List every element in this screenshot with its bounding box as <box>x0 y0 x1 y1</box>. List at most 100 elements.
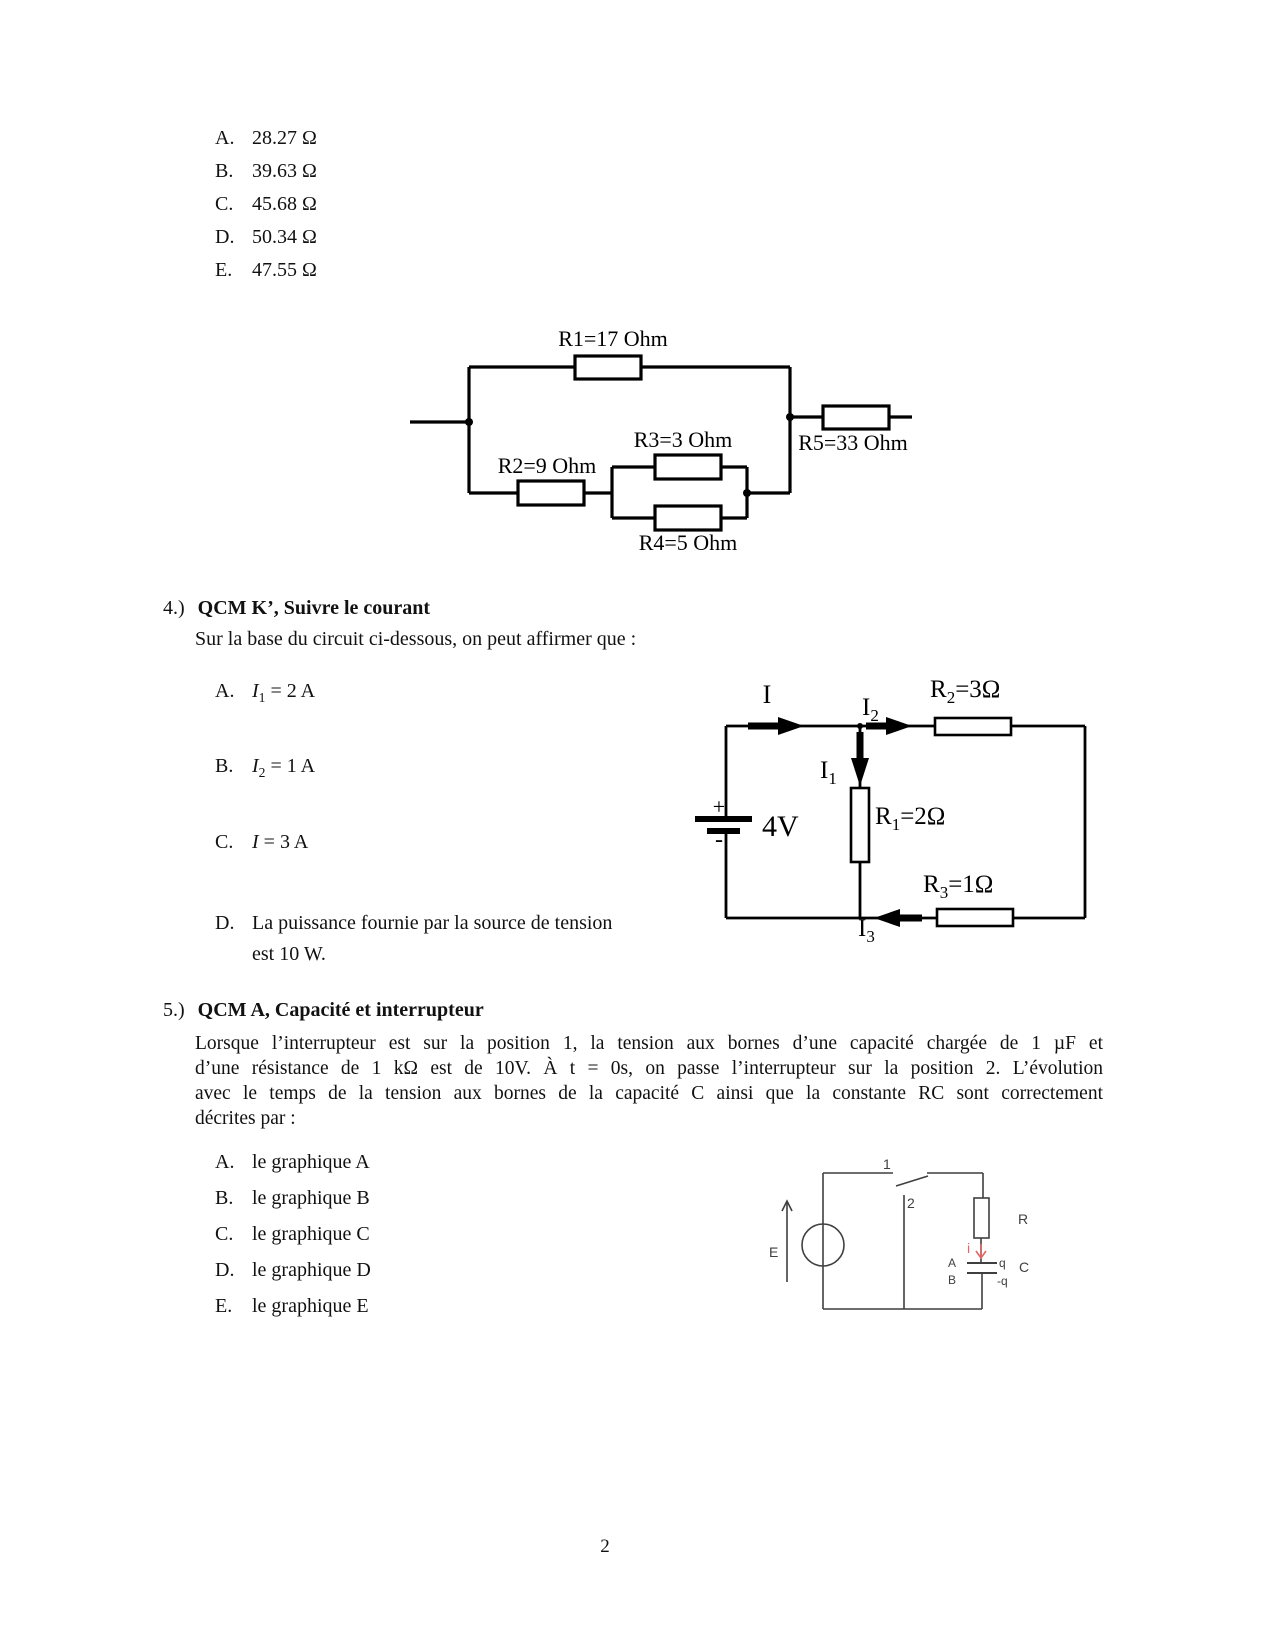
option-text: le graphique D <box>252 1259 371 1281</box>
rc-switch-circuit: 1 2 E R i A B q -q C <box>769 1156 1029 1310</box>
q5-header: 5.) QCM A, Capacité et interrupteur <box>163 999 484 1022</box>
q4-title: QCM K’, Suivre le courant <box>197 597 431 619</box>
option-text: le graphique E <box>252 1295 369 1317</box>
option-text: I = 3 A <box>252 831 309 853</box>
option-letter: A. <box>215 127 235 149</box>
charge-neg-label: -q <box>997 1274 1008 1288</box>
option-text: 47.55 Ω <box>252 259 317 281</box>
option-text: I2 = 1 A <box>252 755 316 780</box>
current-i-arrowhead <box>975 1250 987 1260</box>
current-I2-arrowhead <box>886 717 912 735</box>
resistor-r3-box <box>935 907 1015 928</box>
q4-option-c: C. I = 3 A <box>215 831 308 857</box>
battery-plus-sign: + <box>713 794 725 819</box>
option-text: I1 = 2 A <box>252 680 316 705</box>
resistor-r2-box <box>516 479 586 507</box>
circuit2-labels: I I2 I1 I3 R1=2Ω R2=3Ω R3=1Ω 4V + - <box>713 676 1001 946</box>
resistor-r2-label: R2=9 Ohm <box>498 453 597 478</box>
option-letter: B. <box>215 1187 234 1209</box>
option-letter: D. <box>215 226 235 248</box>
resistor-r4-label: R4=5 Ohm <box>639 530 738 555</box>
option-letter: E. <box>215 259 233 281</box>
switch-position1-label: 1 <box>883 1156 891 1172</box>
q5-paragraph-line3: avec le temps de la tension aux bornes d… <box>195 1083 1103 1104</box>
q5-paragraph-line2: d’une résistance de 1 kΩ est de 10V. À t… <box>195 1058 1103 1079</box>
resistor-r4-box <box>653 504 723 532</box>
resistor-r1-box <box>573 354 643 381</box>
circuit2-resistors <box>849 716 1015 928</box>
resistor-r5-label: R5=33 Ohm <box>798 430 908 455</box>
q5-option-e: E. le graphique E <box>215 1295 369 1318</box>
option-text: le graphique C <box>252 1223 370 1245</box>
resistor-r3-label: R3=3 Ohm <box>634 427 733 452</box>
voltage-source-circle <box>801 1223 845 1267</box>
resistor-r5-box <box>821 404 891 431</box>
option-text: 50.34 Ω <box>252 226 317 248</box>
option-text: La puissance fournie par la source de te… <box>252 912 613 965</box>
option-letter: D. <box>215 1259 235 1281</box>
q5-option-b: B. le graphique B <box>215 1187 370 1210</box>
switch-position2-label: 2 <box>907 1195 915 1211</box>
resistor-r-box <box>973 1197 990 1239</box>
current-I2-label: I2 <box>862 694 879 725</box>
q4-intro: Sur la base du circuit ci-dessous, on pe… <box>195 628 637 650</box>
current-circuit: I I2 I1 I3 R1=2Ω R2=3Ω R3=1Ω 4V + - <box>695 676 1087 946</box>
current-I3-label: I3 <box>858 915 875 946</box>
emf-arrowhead <box>781 1199 793 1212</box>
q4-option-b: B. I2 = 1 A <box>215 755 315 781</box>
resistor-r2-box <box>933 716 1013 737</box>
current-i-arrow <box>975 1244 987 1260</box>
resistor-network-circuit: R1=17 Ohm R2=9 Ohm R3=3 Ohm R4=5 Ohm R5=… <box>410 326 912 555</box>
resistor-r3-label: R3=1Ω <box>923 871 993 902</box>
option-letter: A. <box>215 1151 235 1173</box>
plate-b-label: B <box>948 1273 956 1287</box>
emf-label: E <box>769 1244 778 1260</box>
circuit1-resistors <box>516 354 891 532</box>
resistor-r3-box <box>653 453 723 481</box>
option-text: 39.63 Ω <box>252 160 317 182</box>
charge-pos-label: q <box>999 1256 1006 1270</box>
circuit3-labels: 1 2 E R i A B q -q C <box>769 1156 1029 1288</box>
current-i-label: i <box>967 1240 970 1256</box>
option-text: 28.27 Ω <box>252 127 317 149</box>
option-letter: A. <box>215 680 235 702</box>
page-number: 2 <box>600 1536 610 1557</box>
current-I2-arrow-shaft <box>866 722 886 730</box>
q3-option-c: C. 45.68 Ω <box>215 193 317 216</box>
option-text: le graphique B <box>252 1187 370 1209</box>
capacitor-c-label: C <box>1019 1259 1029 1275</box>
q5-title: QCM A, Capacité et interrupteur <box>197 999 484 1021</box>
current-I-arrowhead <box>778 717 804 735</box>
q3-option-d: D. 50.34 Ω <box>215 226 317 249</box>
resistor-r2-label: R2=3Ω <box>930 676 1000 707</box>
q3-option-a: A. 28.27 Ω <box>215 127 317 150</box>
current-I-arrow-shaft <box>748 722 778 730</box>
switch-blade <box>895 1175 929 1187</box>
resistor-r1-box <box>849 786 871 864</box>
option-letter: B. <box>215 755 234 777</box>
q3-option-e: E. 47.55 Ω <box>215 259 317 282</box>
q5-paragraph-line4: décrites par : <box>195 1108 296 1129</box>
current-I3-arrowhead <box>874 909 900 927</box>
source-voltage-label: 4V <box>762 810 799 843</box>
current-I1-arrow-shaft <box>856 732 864 758</box>
plate-a-label: A <box>948 1256 956 1270</box>
q5-option-d: D. le graphique D <box>215 1259 371 1282</box>
circuit1-junction-dots <box>465 413 794 497</box>
option-text: 45.68 Ω <box>252 193 317 215</box>
q4-option-d: D. La puissance fournie par la source de… <box>215 908 612 970</box>
q4-header: 4.) QCM K’, Suivre le courant <box>163 597 430 620</box>
option-letter: E. <box>215 1295 233 1317</box>
current-arrows <box>748 717 922 927</box>
current-I1-arrowhead <box>851 758 869 786</box>
q5-number: 5.) <box>163 999 185 1021</box>
battery-minus-sign: - <box>715 827 723 853</box>
resistor-r1-label: R1=2Ω <box>875 803 945 834</box>
q4-number: 4.) <box>163 597 185 619</box>
circuit3-wires <box>781 1172 997 1310</box>
q3-option-b: B. 39.63 Ω <box>215 160 317 183</box>
option-letter: D. <box>215 912 235 934</box>
circuit1-labels: R1=17 Ohm R2=9 Ohm R3=3 Ohm R4=5 Ohm R5=… <box>498 326 908 555</box>
junction-dot <box>857 723 863 729</box>
